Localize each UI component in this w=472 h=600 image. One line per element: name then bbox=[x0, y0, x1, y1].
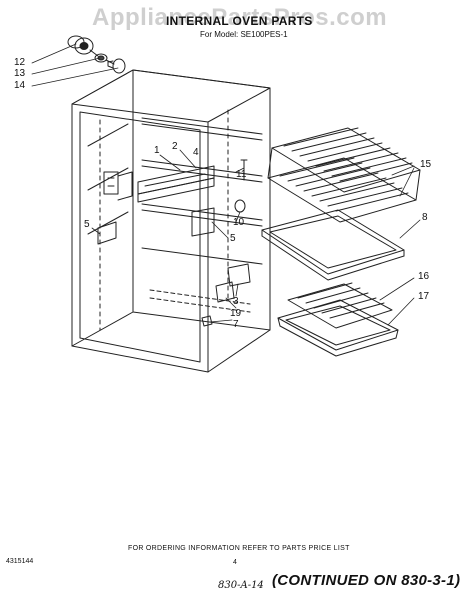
callout-13: 13 bbox=[14, 68, 26, 79]
callout-12: 12 bbox=[14, 57, 26, 68]
callout-8: 8 bbox=[422, 212, 428, 223]
oven-racks bbox=[267, 127, 421, 223]
callout-10: 10 bbox=[233, 217, 245, 228]
oven-bottom-panel bbox=[261, 209, 405, 281]
document-number: 4315144 bbox=[6, 558, 34, 565]
small-parts bbox=[97, 159, 251, 327]
model-subtitle: For Model: SE100PES-1 bbox=[200, 30, 288, 39]
diagram-title: INTERNAL OVEN PARTS bbox=[166, 14, 313, 28]
continued-note: (CONTINUED ON 830-3-1) bbox=[272, 572, 461, 589]
callout-17: 17 bbox=[418, 291, 430, 302]
handwritten-reference: 830-A-14 bbox=[218, 580, 264, 591]
callout-11: 11 bbox=[236, 169, 247, 180]
callout-15: 15 bbox=[420, 159, 432, 170]
callout-4: 4 bbox=[193, 147, 199, 158]
watermark: AppliancePartsPros.com bbox=[92, 4, 388, 31]
ordering-note: FOR ORDERING INFORMATION REFER TO PARTS … bbox=[128, 545, 350, 552]
callout-19: 19 bbox=[230, 308, 242, 319]
callout-5-lower: 5 bbox=[230, 233, 236, 244]
oven-cavity bbox=[71, 69, 271, 373]
leader-lines bbox=[31, 43, 421, 326]
page-number: 4 bbox=[233, 559, 237, 566]
light-assembly bbox=[67, 35, 126, 74]
callout-3: 3 bbox=[233, 296, 239, 307]
callout-1: 1 bbox=[154, 145, 160, 156]
callout-5-left: 5 bbox=[84, 219, 90, 230]
callout-14: 14 bbox=[14, 80, 26, 91]
callout-2: 2 bbox=[172, 141, 178, 152]
element-bracket bbox=[103, 165, 215, 203]
callout-16: 16 bbox=[418, 271, 430, 282]
broil-pan bbox=[277, 282, 399, 357]
callout-7: 7 bbox=[233, 319, 239, 330]
